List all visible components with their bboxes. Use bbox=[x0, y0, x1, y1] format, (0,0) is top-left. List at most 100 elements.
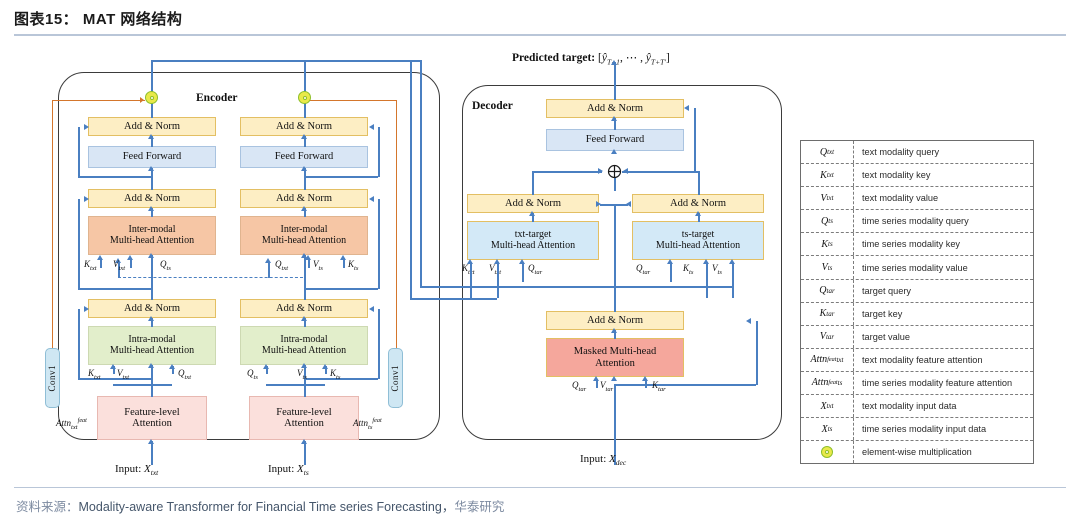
dec-vts-line bbox=[732, 262, 734, 298]
decoder-masked-line2: Attention bbox=[595, 357, 635, 369]
decoder-left-an-arrow bbox=[529, 211, 535, 216]
decoder-right-branch-v bbox=[698, 171, 700, 195]
decoder-left-branch-v bbox=[532, 171, 534, 195]
encoder-right-skip2-v bbox=[378, 199, 380, 289]
intra-right-q-arrow bbox=[263, 364, 269, 369]
decoder-bottom-an-arrow bbox=[611, 328, 617, 333]
encoder-left-arrow-ff bbox=[148, 166, 154, 171]
encoder-left-skip1-arrow bbox=[84, 124, 89, 130]
decoder-qtar-bus-left bbox=[600, 204, 614, 206]
encoder-orange-top-left bbox=[52, 100, 145, 102]
decoder-left-an-to-attn bbox=[532, 213, 534, 222]
decoder-left-branch-h bbox=[532, 171, 602, 173]
legend-description: time series modality input data bbox=[862, 424, 987, 435]
encoder-right-inter-modal-line2: Multi-head Attention bbox=[261, 234, 347, 246]
decoder-output-arrow bbox=[611, 60, 617, 65]
conv1-right-label: Conv1 bbox=[389, 364, 400, 392]
enc-dec-bus-right-h bbox=[420, 286, 732, 288]
decoder-txt-target-line1: txt-target bbox=[514, 228, 552, 240]
decoder-masked-attention: Masked Multi-head Attention bbox=[546, 338, 684, 377]
label-k-ts-dec: Kts bbox=[683, 263, 694, 276]
encoder-right-input-line bbox=[304, 441, 306, 465]
element-wise-multiplication-icon-left bbox=[145, 91, 158, 104]
encoder-right-skip1-h bbox=[304, 176, 378, 178]
encoder-orange-bus-left bbox=[52, 100, 54, 408]
source-publisher: 华泰研究 bbox=[454, 500, 505, 514]
encoder-right-inter-in bbox=[304, 255, 306, 300]
encoder-left-arrow-an-mid bbox=[148, 206, 154, 211]
encoder-title: Encoder bbox=[196, 92, 238, 104]
encoder-right-vts-line bbox=[308, 258, 310, 268]
element-wise-multiplication-icon bbox=[801, 441, 854, 464]
encoder-left-an-to-ff bbox=[151, 136, 153, 147]
encoder-right-skip2-h bbox=[304, 288, 378, 290]
label-q-tar-dec-left: Qtar bbox=[528, 263, 543, 276]
conv1-left-label: Conv1 bbox=[46, 364, 57, 392]
source-label: 资料来源： bbox=[16, 500, 79, 514]
dec-kts-arrow bbox=[703, 259, 709, 264]
encoder-right-vts-arrow bbox=[305, 255, 311, 260]
decoder-masked-skip-v bbox=[756, 321, 758, 385]
label-q-txt-intra-left: Qtxt bbox=[178, 368, 192, 381]
decoder-oplus-to-ff bbox=[614, 176, 616, 191]
legend-description: target key bbox=[862, 308, 903, 319]
encoder-right-intra-modal-line1: Intra-modal bbox=[280, 333, 328, 345]
encoder-right-out-line bbox=[304, 60, 306, 118]
decoder-masked-skip-arrow bbox=[746, 318, 751, 324]
decoder-masked-skip-h bbox=[614, 384, 756, 386]
encoder-right-kts-arrow bbox=[340, 255, 346, 260]
legend-description: text modality feature attention bbox=[862, 354, 983, 365]
legend-row: element-wise multiplication bbox=[801, 441, 1033, 464]
source-note: 资料来源：Modality-aware Transformer for Fina… bbox=[16, 496, 504, 515]
encoder-right-arrow-inter bbox=[301, 253, 307, 258]
legend-description: time series modality feature attention bbox=[862, 377, 1013, 388]
decoder-oplus-right-arrow bbox=[623, 168, 628, 174]
encoder-left-input-caption: Input: Xtxt bbox=[115, 463, 159, 478]
encoder-left-skip3-v bbox=[78, 309, 80, 379]
legend-description: time series modality value bbox=[862, 262, 968, 273]
encoder-left-ktxt-arrow bbox=[97, 255, 103, 260]
encoder-left-feature-line1: Feature-level bbox=[124, 406, 180, 418]
legend-description: text modality query bbox=[862, 147, 940, 158]
legend-description: target query bbox=[862, 285, 912, 296]
footer-divider bbox=[14, 487, 1066, 488]
label-v-tar-masked: Vtar bbox=[600, 380, 614, 393]
encoder-left-skip2-h bbox=[78, 288, 152, 290]
decoder-input-line bbox=[614, 386, 616, 465]
label-k-ts-intra-right: Kts bbox=[330, 368, 341, 381]
label-v-ts-intra-right: Vts bbox=[297, 368, 307, 381]
encoder-right-arrow-intra bbox=[301, 363, 307, 368]
decoder-ff-skip-arrow bbox=[684, 105, 689, 111]
dec-qtar-left-arrow bbox=[519, 259, 525, 264]
legend-description: time series modality key bbox=[862, 239, 961, 250]
decoder-right-an-arrow bbox=[695, 211, 701, 216]
decoder-txt-target-attention: txt-target Multi-head Attention bbox=[467, 221, 599, 260]
encoder-right-feature-line1: Feature-level bbox=[276, 406, 332, 418]
dec-ktxt-arrow bbox=[467, 259, 473, 264]
encoder-right-an-to-intra bbox=[304, 318, 306, 327]
encoder-left-intra-modal-line1: Intra-modal bbox=[128, 333, 176, 345]
label-k-txt-inter-left: Ktxt bbox=[84, 259, 97, 272]
decoder-qtar-bus-right bbox=[614, 204, 628, 206]
encoder-right-arrow-ff bbox=[301, 166, 307, 171]
encoder-left-feature-line2: Attention bbox=[132, 418, 172, 429]
legend-description: target value bbox=[862, 331, 911, 342]
decoder-masked-input-arrow bbox=[611, 376, 617, 381]
intra-left-v-line bbox=[113, 366, 115, 374]
legend-description: text modality input data bbox=[862, 401, 957, 412]
encoder-left-skip3-arrow bbox=[84, 306, 89, 312]
decoder-right-an-to-attn bbox=[698, 213, 700, 222]
